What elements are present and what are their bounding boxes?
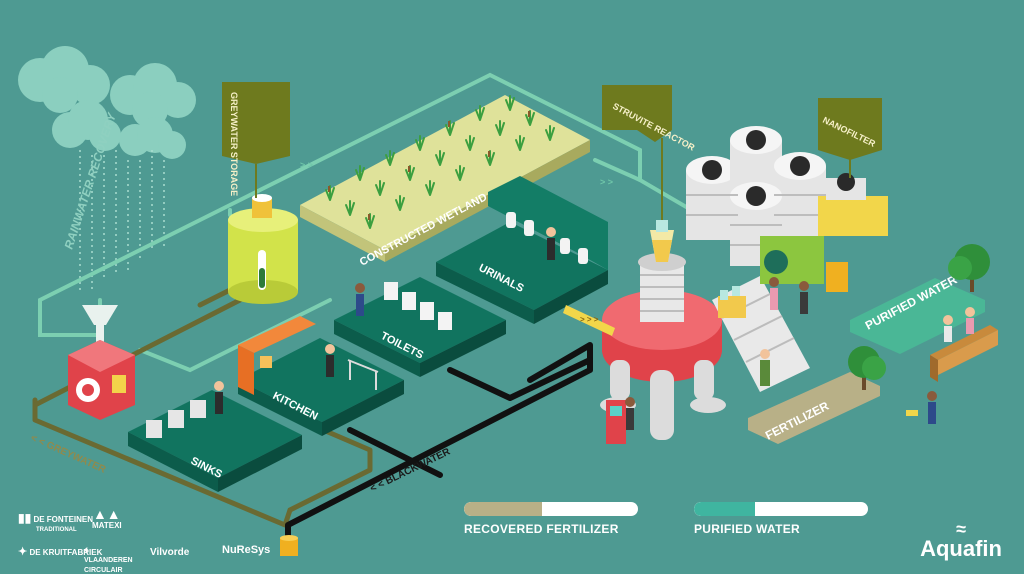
circulair-icon: ◐ [84,544,91,556]
svg-text:> >: > > [300,160,313,170]
greywater-storage-label: GREYWATER STORAGE [229,92,239,196]
sinks-room: SINKS [128,381,302,492]
rain-clouds [18,46,196,290]
matexi-icon: ▲▲ [92,506,121,522]
nanofilter-tag: NANOFILTER [818,98,882,178]
recovered-fertilizer-bar-fill [464,502,543,516]
recovery-pipes [38,72,702,373]
partner-logo-vilvoorde: Vilvorde [150,547,190,558]
svg-text:> > >: > > > [580,315,599,324]
aquafin-wave-icon: ≈ [956,519,966,539]
flow-arrows-yellow: > > > [563,305,615,336]
toilets-room: TOILETS [334,277,506,377]
purified-water-bar [694,502,868,516]
recovered-fertilizer-legend-label: RECOVERED FERTILIZER [464,522,619,536]
aquafin-logo: ≈ Aquafin [920,519,1002,561]
greywater-storage-tag: GREYWATER STORAGE [222,82,290,198]
partner-logo-nuresys: NuReSys [222,544,271,556]
struvite-reactor [600,220,726,444]
partner-logo-vlaanderen-circulair: ◐ VLAANDEREN CIRCULAIR [84,544,133,574]
recovered-fertilizer-bar [464,502,638,516]
svg-text:> >: > > [600,177,613,187]
urinals-room: URINALS [436,176,608,324]
partner-logo-matexi: ▲▲ MATEXI [92,506,122,530]
partner-logo-fonteinen: ▮▮ DE FONTEINEN TRADITIONAL [18,511,94,533]
purified-water-bar-fill [694,502,755,516]
blackwater-label: < < BLACKWATER [368,446,452,495]
fertilizer-conveyor [712,276,810,392]
partner-logo-kruitfabriek: ✦ DE KRUITFABRIEK [18,546,103,558]
greywater-label: < < GREYWATER [29,433,108,476]
purified-water-legend-label: PURIFIED WATER [694,522,800,536]
struvite-reactor-tag: STRUVITE REACTOR [602,85,697,220]
kitchen-room: KITCHEN [238,316,404,436]
park-scene [848,244,998,424]
partner-logo-icon: ▮▮ [18,511,32,525]
rain-funnel-unit [68,305,135,420]
greywater-storage-tank [228,194,298,304]
blackwater-pipes [285,342,593,543]
nanofilter-cluster [686,126,888,314]
flow-arrows-recovery: > > > > [300,160,613,187]
sump-bucket [280,535,298,556]
kruitfabriek-icon: ✦ [18,546,28,558]
